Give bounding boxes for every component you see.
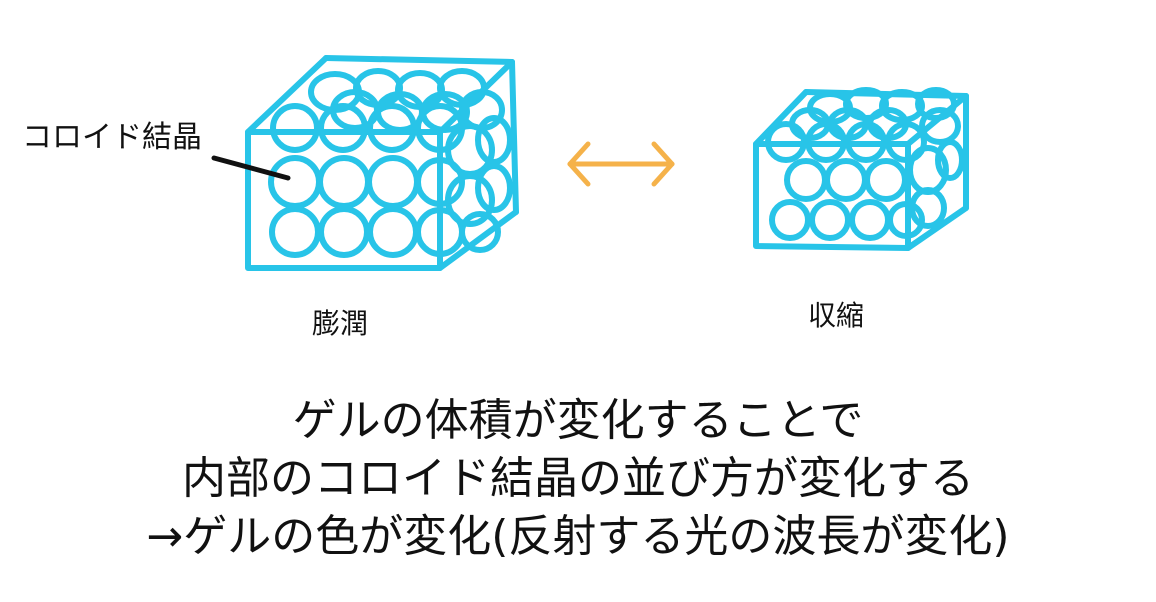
front-spheres bbox=[268, 103, 465, 258]
swelling-label: 膨潤 bbox=[312, 307, 369, 340]
shrunk-gel-cube bbox=[753, 87, 969, 251]
caption-line-3: →ゲルの色が変化(反射する光の波長が変化) bbox=[146, 511, 1010, 562]
leader-line bbox=[211, 155, 291, 181]
shrinking-label: 収縮 bbox=[808, 299, 865, 332]
double-headed-arrow-icon bbox=[567, 141, 675, 187]
caption-line-1: ゲルの体積が変化することで bbox=[292, 395, 864, 446]
caption-line-2: 内部のコロイド結晶の並び方が変化する bbox=[182, 453, 974, 504]
colloid-crystal-label: コロイド結晶 bbox=[22, 120, 202, 155]
cube-edges bbox=[753, 89, 969, 251]
cube-edges bbox=[245, 55, 519, 271]
swollen-gel-cube bbox=[245, 55, 519, 271]
explanation-caption: ゲルの体積が変化することで 内部のコロイド結晶の並び方が変化する →ゲルの色が変… bbox=[0, 392, 1156, 566]
